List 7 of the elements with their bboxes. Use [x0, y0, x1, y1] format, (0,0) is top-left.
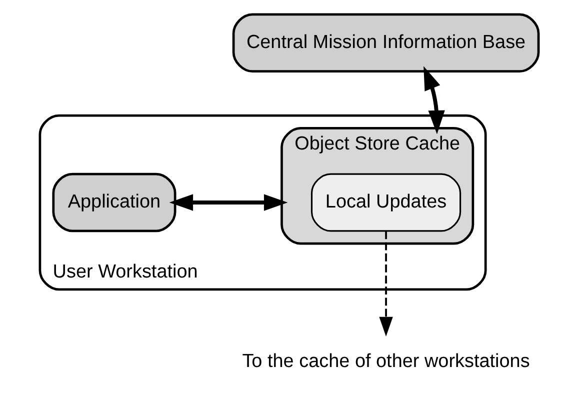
node-box: Central Mission Information Base [232, 13, 540, 73]
arrow [378, 231, 392, 336]
arrow [423, 66, 444, 134]
node-box: Local Updates [310, 173, 461, 232]
node-text: To the cache of other workstations [242, 351, 530, 372]
arrow [168, 194, 288, 211]
node-box: Application [52, 172, 176, 232]
